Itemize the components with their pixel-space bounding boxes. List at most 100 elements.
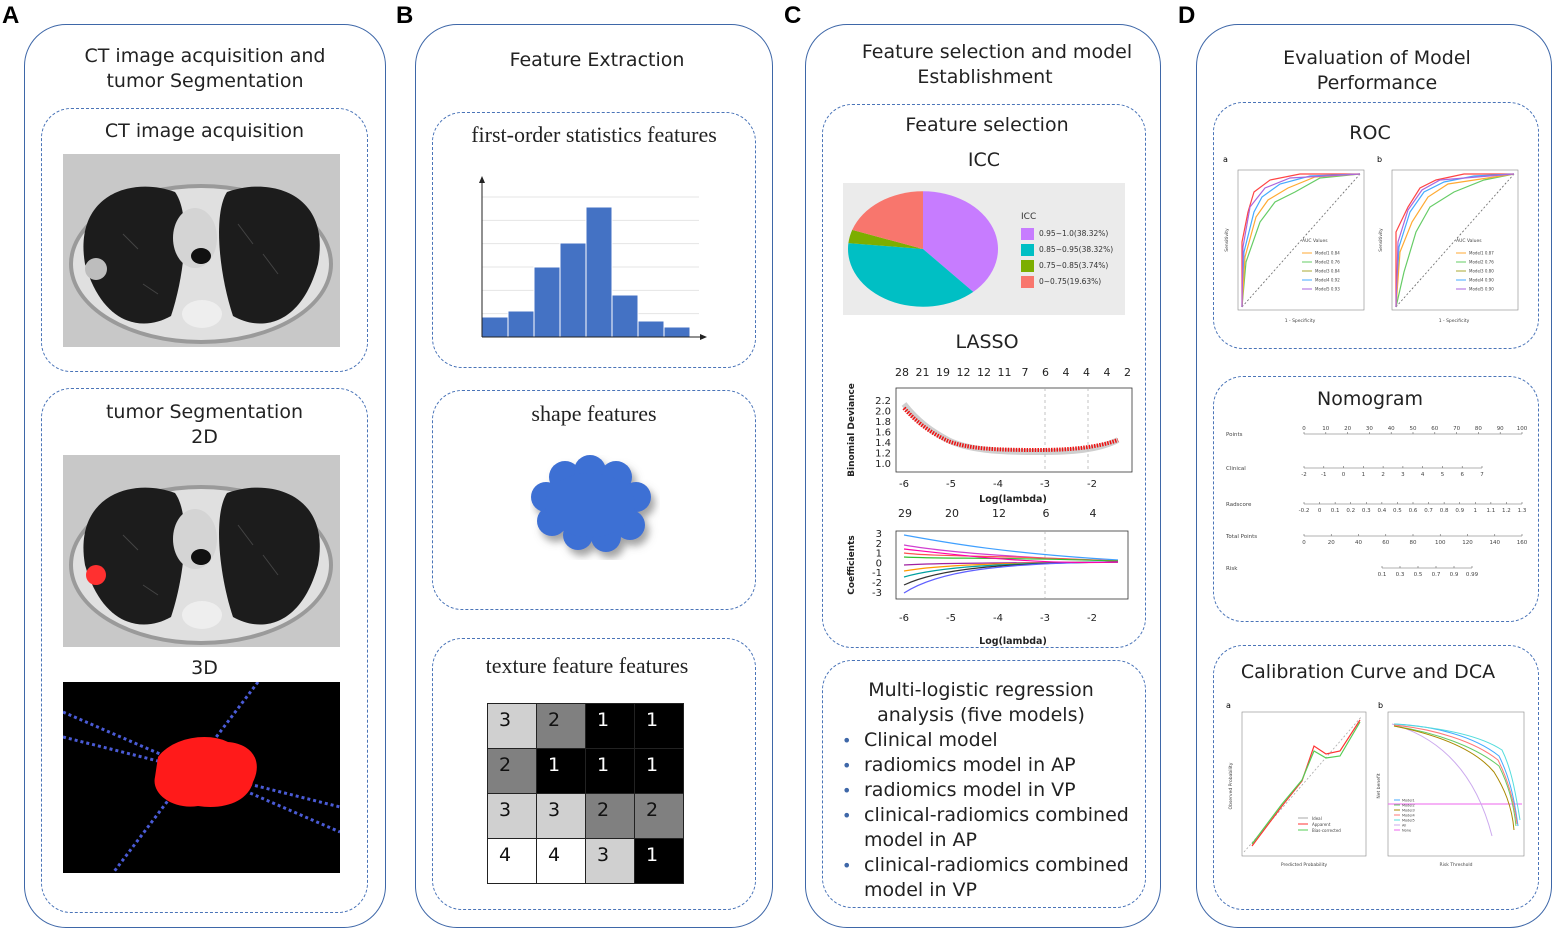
nomogram-tick-label: 40 bbox=[1388, 426, 1395, 432]
coef-y-tick: -3 bbox=[872, 588, 882, 599]
nomogram-tick-label: -2 bbox=[1301, 472, 1306, 478]
coefficient-paths bbox=[903, 534, 1119, 594]
nomogram-tick-label: 10 bbox=[1322, 426, 1329, 432]
legend-label: 0.95~1.0(38.32%) bbox=[1039, 229, 1109, 238]
histogram-x-arrow bbox=[700, 334, 707, 340]
nomogram-tick-label: 5 bbox=[1441, 472, 1445, 478]
roc-a-legend-title: AUC Values bbox=[1302, 238, 1328, 244]
coef-top-number: 6 bbox=[1043, 507, 1050, 520]
lasso-x-tick: -6 bbox=[899, 479, 909, 490]
lasso-y-tick: 2.2 bbox=[875, 396, 891, 407]
coef-top-number: 29 bbox=[898, 507, 912, 520]
nomogram-tick-label: 1.2 bbox=[1502, 508, 1511, 514]
regression-title-line2: analysis (five models) bbox=[877, 704, 1085, 726]
icc-legend-item: 0.85~0.95(38.32%) bbox=[1021, 244, 1113, 256]
lasso-y-tick: 1.6 bbox=[875, 428, 891, 439]
legend-swatch bbox=[1021, 244, 1034, 256]
coef-top-number: 20 bbox=[945, 507, 959, 520]
dca-ylabel: Net benefit bbox=[1376, 773, 1382, 798]
nomogram-tick-label: 0 bbox=[1342, 472, 1346, 478]
dca-legend-item: Model5 bbox=[1402, 819, 1415, 823]
panel-letter-a: A bbox=[2, 2, 20, 29]
pie-slice bbox=[848, 243, 974, 307]
segmentation-title: tumor Segmentation 2D bbox=[41, 400, 368, 450]
roc-legend-item: Model5 0.93 bbox=[1315, 287, 1340, 292]
nomogram-tick-label: 0.9 bbox=[1450, 572, 1459, 578]
dca-legend-item: Model3 bbox=[1402, 809, 1415, 813]
coef-ylabel: Coefficients bbox=[847, 535, 857, 595]
feature-selection-box bbox=[822, 104, 1146, 648]
nomogram-tick-label: 20 bbox=[1328, 540, 1335, 546]
roc-legend-item: Model5 0.90 bbox=[1469, 287, 1494, 292]
lasso-y-tick: 1.2 bbox=[875, 449, 891, 460]
lasso-top-number: 2 bbox=[1124, 366, 1131, 379]
legend-swatch bbox=[1021, 260, 1034, 272]
nomogram-tick-label: 20 bbox=[1344, 426, 1351, 432]
nomogram-tick-label: 90 bbox=[1497, 426, 1504, 432]
matrix-cell: 1 bbox=[585, 748, 635, 794]
panel-b-title: Feature Extraction bbox=[509, 49, 685, 71]
lasso-deviance-curve bbox=[902, 406, 1119, 453]
nomogram-tick-label: 80 bbox=[1410, 540, 1417, 546]
panel-c bbox=[805, 24, 1161, 928]
ct-acquisition-title: CT image acquisition bbox=[104, 120, 305, 142]
coef-y-tick: -1 bbox=[872, 568, 882, 579]
tumor-mask-2d bbox=[86, 565, 106, 585]
roc-box bbox=[1213, 102, 1539, 349]
coef-xlabel: Log(lambda) bbox=[979, 636, 1047, 647]
model-item: clinical-radiomics combined model in AP bbox=[842, 803, 1154, 853]
lasso-top-number: 21 bbox=[916, 366, 930, 379]
model-item: radiomics model in AP bbox=[842, 753, 1154, 778]
coef-x-tick: -4 bbox=[993, 613, 1003, 624]
nomogram-tick-label: 60 bbox=[1382, 540, 1389, 546]
roc-a-curves bbox=[1241, 173, 1361, 308]
nomogram-row-label: Total Points bbox=[1225, 534, 1257, 540]
lasso-x-tick: -2 bbox=[1087, 479, 1097, 490]
tumor-3d-shape bbox=[154, 737, 257, 807]
coef-x-tick: -6 bbox=[899, 613, 909, 624]
icc-legend-item: 0.75~0.85(3.74%) bbox=[1021, 260, 1108, 272]
coef-x-tick: -5 bbox=[946, 613, 956, 624]
lasso-x-tick: -4 bbox=[993, 479, 1003, 490]
dca-xlabel: Risk Threshold bbox=[1440, 862, 1473, 868]
nomogram-tick-label: 0.5 bbox=[1393, 508, 1402, 514]
pie-slice bbox=[923, 191, 998, 292]
first-order-title: first-order statistics features bbox=[471, 122, 717, 147]
nomogram-tick-label: 0.99 bbox=[1466, 572, 1479, 578]
shape-box bbox=[432, 390, 756, 610]
texture-matrix: 3 2 1 1 2 1 1 1 3 3 2 2 4 4 3 1 bbox=[487, 703, 684, 884]
nomogram-tick-label: 0.3 bbox=[1362, 508, 1371, 514]
coef-y-tick: -2 bbox=[872, 578, 882, 589]
lasso-top-number: 11 bbox=[998, 366, 1012, 379]
matrix-cell: 3 bbox=[536, 793, 586, 839]
nomogram-tick-label: -0.2 bbox=[1299, 508, 1310, 514]
dca-label: b bbox=[1378, 701, 1383, 710]
dca-legend-item: Model1 bbox=[1402, 799, 1415, 803]
model-list: Clinical model radiomics model in AP rad… bbox=[842, 728, 1154, 903]
coef-x-tick: -3 bbox=[1040, 613, 1050, 624]
lasso-top-number: 7 bbox=[1022, 366, 1029, 379]
lasso-top-number: 6 bbox=[1042, 366, 1049, 379]
panel-a-title: CT image acquisition and tumor Segmentat… bbox=[24, 44, 386, 94]
nomogram-tick-label: 0 bbox=[1302, 426, 1306, 432]
regression-title-line1: Multi-logistic regression bbox=[868, 679, 1094, 701]
lasso-xlabel: Log(lambda) bbox=[979, 494, 1047, 505]
panel-d bbox=[1196, 24, 1552, 928]
matrix-cell: 1 bbox=[634, 703, 684, 749]
panel-d-title: Evaluation of Model Performance bbox=[1196, 46, 1556, 96]
nomogram-tick-label: 100 bbox=[1435, 540, 1446, 546]
model-item: clinical-radiomics combined model in VP bbox=[842, 853, 1154, 903]
lasso-top-number: 4 bbox=[1083, 366, 1090, 379]
nomogram-tick-label: 2 bbox=[1381, 472, 1385, 478]
roc-b-ylabel: Sensitivity bbox=[1378, 228, 1384, 252]
pie-slice bbox=[852, 191, 923, 249]
nomogram-tick-label: 0.7 bbox=[1424, 508, 1433, 514]
lasso-top-number: 4 bbox=[1104, 366, 1111, 379]
matrix-cell: 1 bbox=[536, 748, 586, 794]
coef-y-tick: 1 bbox=[876, 549, 882, 560]
model-item: Clinical model bbox=[842, 728, 1154, 753]
panel-letter-c: C bbox=[784, 2, 802, 29]
ct-acquisition-box bbox=[41, 108, 368, 372]
matrix-cell: 4 bbox=[536, 838, 586, 884]
